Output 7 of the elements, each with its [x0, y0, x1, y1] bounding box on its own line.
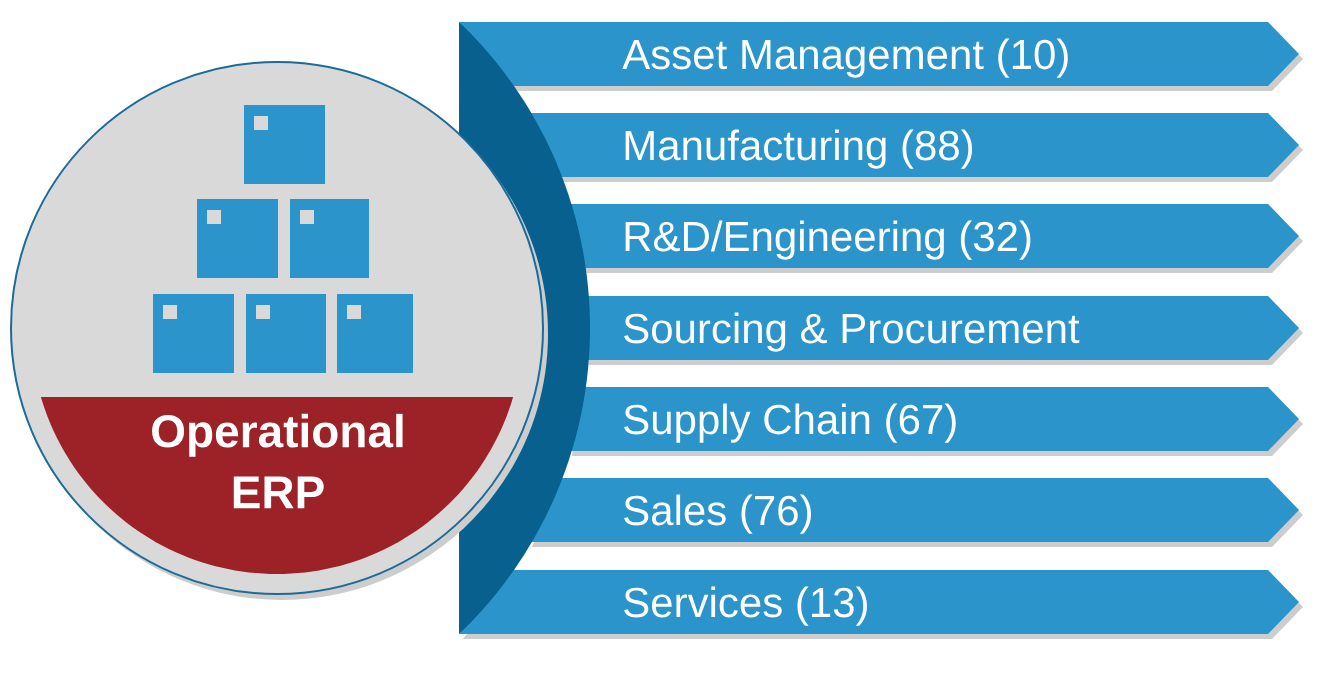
- arrow-banner: Manufacturing (88): [527, 113, 1303, 182]
- arrow-banner: R&D/Engineering (32): [567, 204, 1303, 273]
- arrow-banner: Sales (76): [527, 478, 1303, 547]
- arrow-banner: Supply Chain (67): [567, 387, 1303, 456]
- arrow-banner: Services (13): [459, 570, 1303, 639]
- arrow-banner: Asset Management (10): [459, 22, 1303, 91]
- arrow-banner: Sourcing & Procurement: [584, 296, 1303, 365]
